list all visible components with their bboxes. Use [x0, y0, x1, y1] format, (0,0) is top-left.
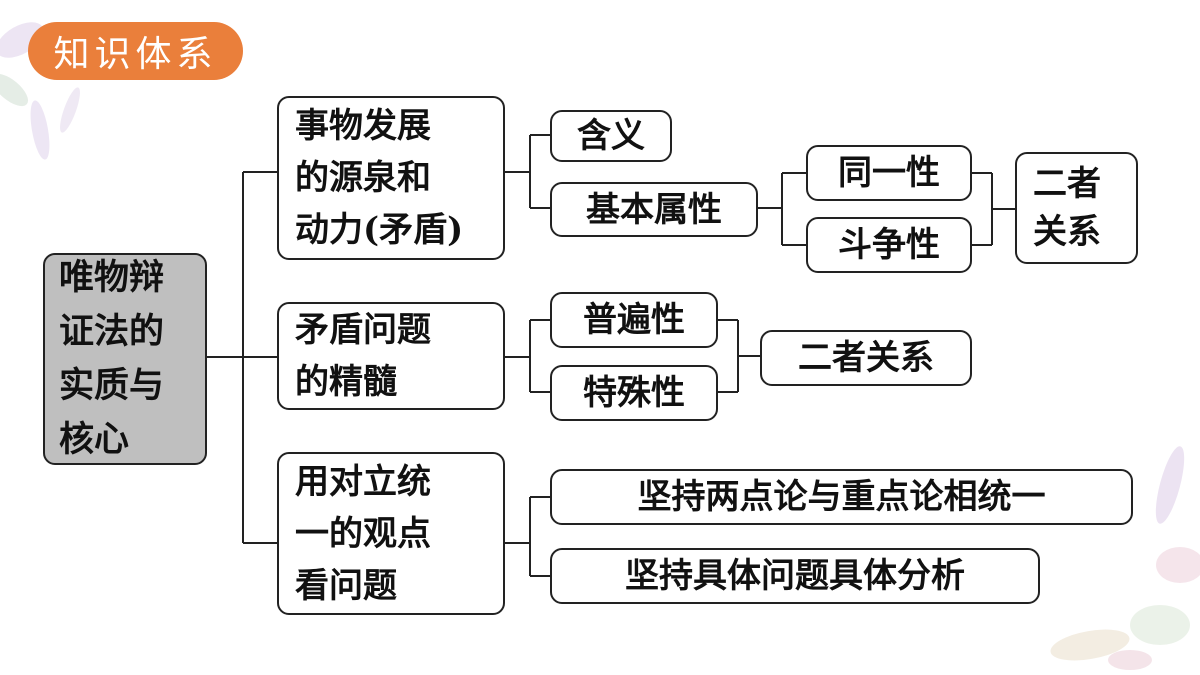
basic-attribute-node: 基本属性 [550, 182, 758, 237]
identity-node: 同一性 [806, 145, 972, 201]
relation-node-1: 二者 关系 [1015, 152, 1138, 264]
universality-node: 普遍性 [550, 292, 718, 348]
two-points-node: 坚持两点论与重点论相统一 [550, 469, 1133, 525]
relation-node-2: 二者关系 [760, 330, 972, 386]
root-node: 唯物辩 证法的 实质与 核心 [43, 253, 207, 465]
branch-method-node: 用对立统 一的观点 看问题 [277, 452, 505, 615]
concrete-analysis-node: 坚持具体问题具体分析 [550, 548, 1040, 604]
particularity-node: 特殊性 [550, 365, 718, 421]
section-badge: 知识体系 [28, 22, 243, 80]
meaning-node: 含义 [550, 110, 672, 162]
branch-source-node: 事物发展 的源泉和 动力(矛盾) [277, 96, 505, 260]
branch-essence-node: 矛盾问题 的精髓 [277, 302, 505, 410]
struggle-node: 斗争性 [806, 217, 972, 273]
